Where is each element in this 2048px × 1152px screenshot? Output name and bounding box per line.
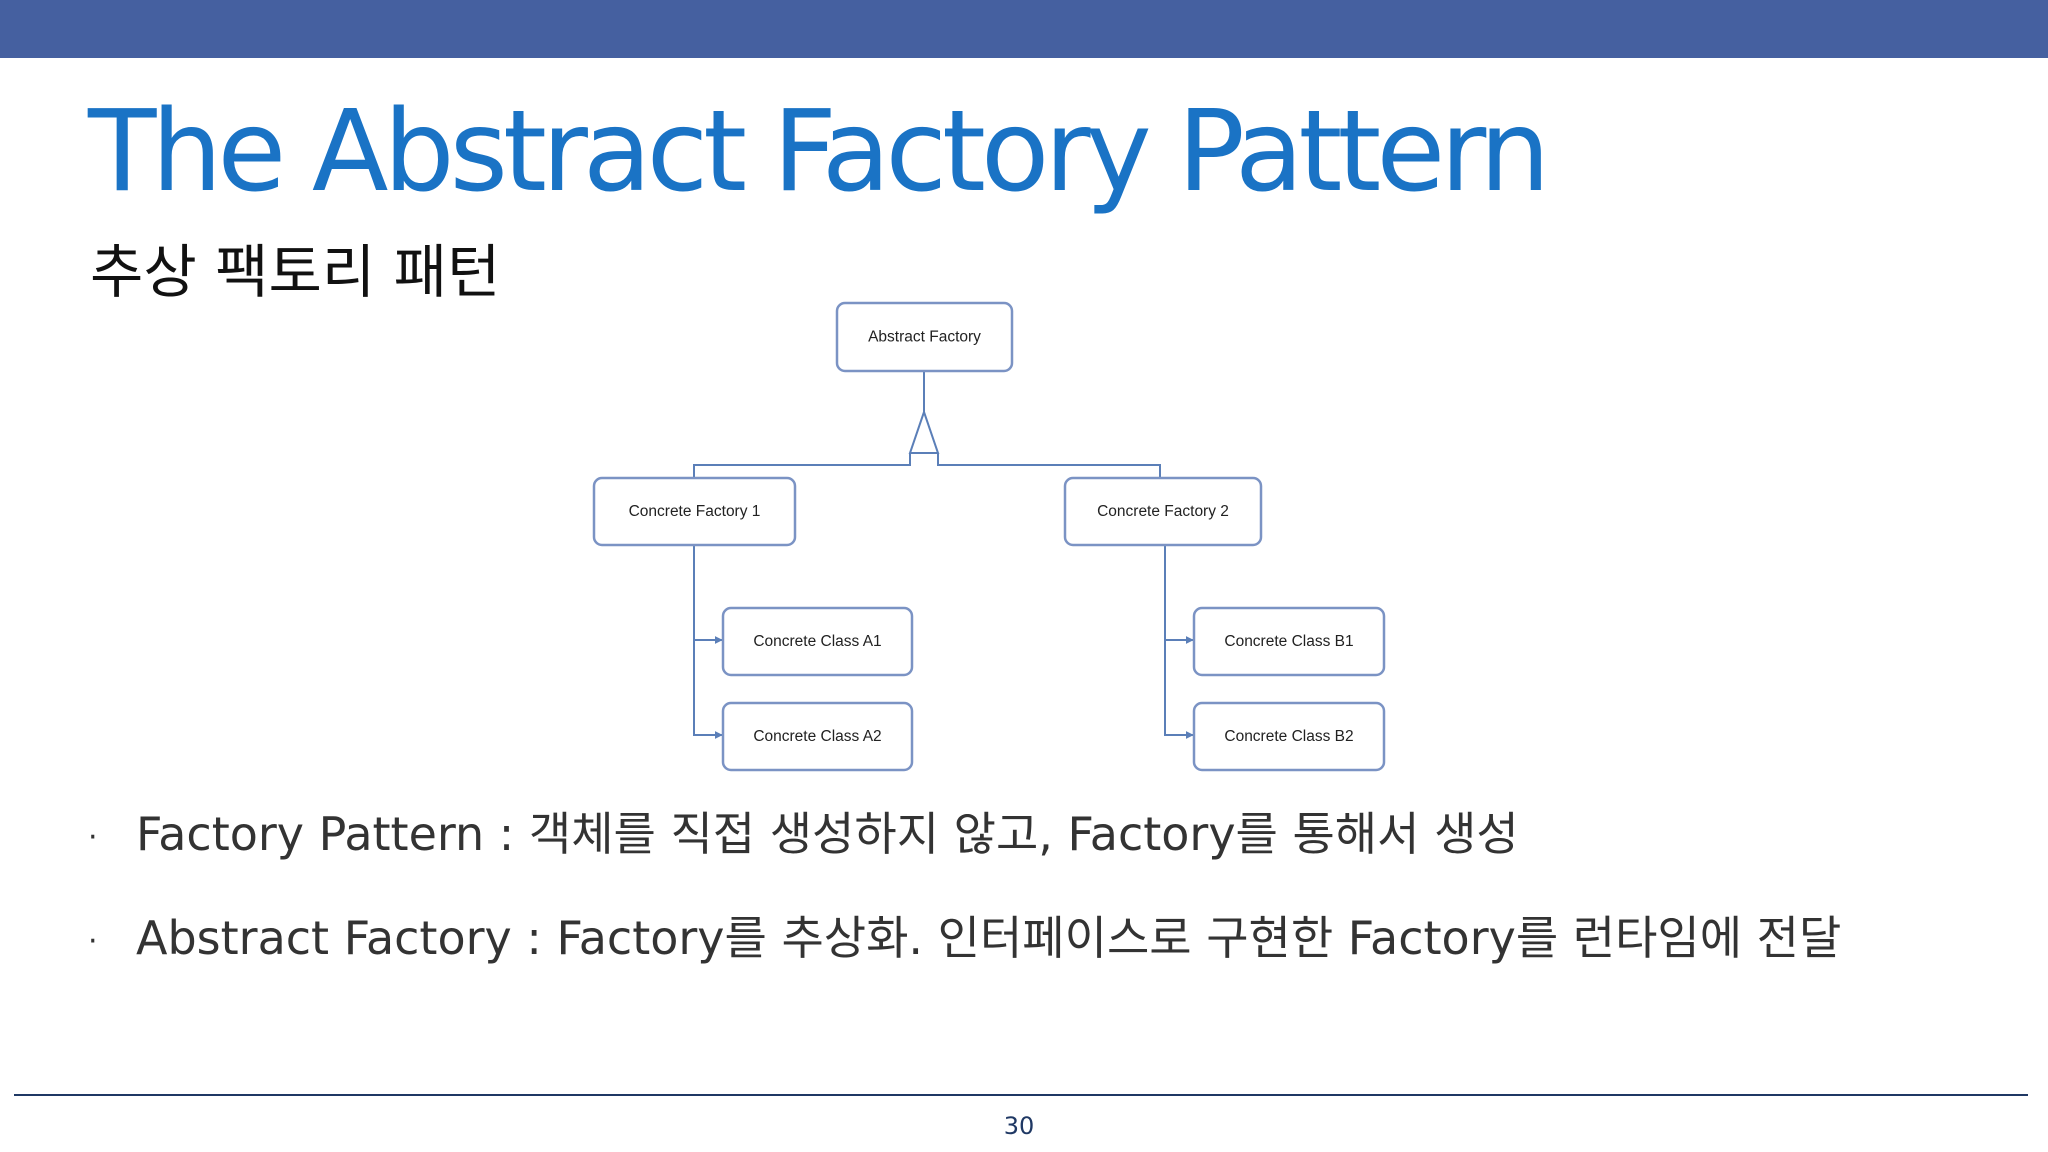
bullet-abstract-factory: · Abstract Factory : Factory를 추상화. 인터페이스로… <box>88 906 1841 974</box>
creates-line-b2 <box>1164 640 1194 739</box>
creates-line-b1 <box>1164 545 1194 644</box>
inheritance-triangle-icon <box>908 408 940 454</box>
slide-title: The Abstract Factory Pattern <box>88 87 1550 217</box>
node-abstract-factory: Abstract Factory <box>835 301 1014 373</box>
node-label: Abstract Factory <box>868 329 981 346</box>
node-label: Concrete Factory 2 <box>1097 503 1229 520</box>
node-concrete-class-a1: Concrete Class A1 <box>721 606 914 677</box>
inheritance-line-factory-1 <box>693 453 911 478</box>
top-banner <box>0 0 2048 58</box>
inheritance-line-factory-2 <box>937 453 1161 478</box>
creates-line-a1 <box>693 545 723 644</box>
footer-divider <box>14 1094 2028 1096</box>
page-number: 30 <box>1003 1112 1035 1140</box>
node-concrete-class-a2: Concrete Class A2 <box>721 701 914 772</box>
node-label: Concrete Class A1 <box>753 633 881 650</box>
bullet-dot: · <box>88 923 98 959</box>
node-label: Concrete Factory 1 <box>629 503 761 520</box>
creates-line-a2 <box>693 640 723 739</box>
bullet-text: Abstract Factory : Factory를 추상화. 인터페이스로 … <box>136 911 1842 965</box>
node-label: Concrete Class B2 <box>1224 728 1353 745</box>
node-concrete-factory-1: Concrete Factory 1 <box>592 476 797 547</box>
node-concrete-class-b2: Concrete Class B2 <box>1192 701 1386 772</box>
bullet-dot: · <box>88 819 98 855</box>
bullet-text: Factory Pattern : 객체를 직접 생성하지 않고, Factor… <box>136 807 1519 861</box>
slide-subtitle: 추상 팩토리 패턴 <box>90 238 501 306</box>
node-label: Concrete Class A2 <box>753 728 881 745</box>
node-label: Concrete Class B1 <box>1224 633 1353 650</box>
node-concrete-class-b1: Concrete Class B1 <box>1192 606 1386 677</box>
node-concrete-factory-2: Concrete Factory 2 <box>1063 476 1263 547</box>
bullet-factory-pattern: · Factory Pattern : 객체를 직접 생성하지 않고, Facto… <box>88 802 1519 870</box>
